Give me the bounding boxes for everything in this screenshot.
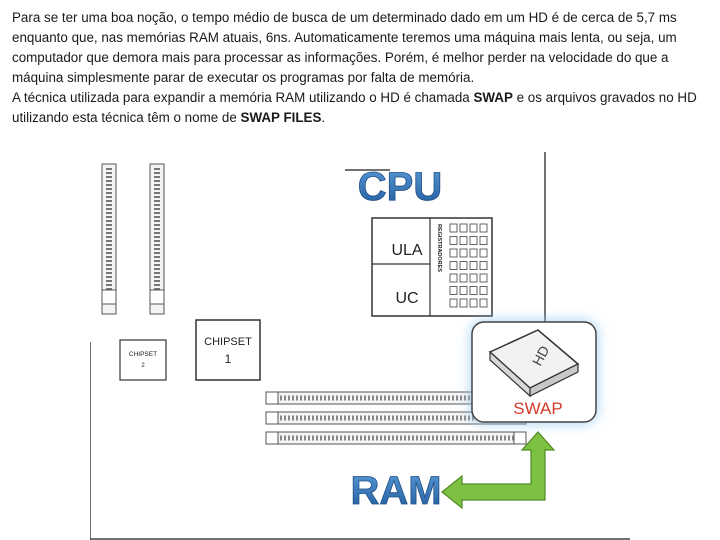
explanation-text: Para se ter uma boa noção, o tempo médio… xyxy=(12,8,712,128)
chipset-1-number: 1 xyxy=(225,352,232,366)
paragraph-hd-speed: Para se ter uma boa noção, o tempo médio… xyxy=(12,10,677,85)
register-cell xyxy=(459,248,468,258)
swap-arrow xyxy=(441,431,556,510)
paragraph-swap-part1: A técnica utilizada para expandir a memó… xyxy=(12,90,474,105)
register-cell xyxy=(479,298,488,308)
register-cell xyxy=(459,273,468,283)
ram-slot-3 xyxy=(265,431,527,445)
register-cell xyxy=(459,223,468,233)
register-cell xyxy=(449,236,458,245)
register-cell xyxy=(459,261,468,270)
chipset-1-box xyxy=(195,319,261,381)
register-cell xyxy=(469,248,478,258)
register-cell xyxy=(479,248,488,258)
register-grid xyxy=(449,223,488,308)
register-cell xyxy=(479,286,488,295)
register-cell xyxy=(449,261,458,270)
uc-label: UC xyxy=(395,290,418,307)
chipset-2-number: 2 xyxy=(141,363,145,369)
chipset-2-box xyxy=(119,339,167,381)
register-cell xyxy=(449,223,458,233)
register-cell xyxy=(479,273,488,283)
ram-title: RAM xyxy=(350,469,441,513)
register-cell xyxy=(449,286,458,295)
register-cell xyxy=(479,223,488,233)
register-cell xyxy=(469,286,478,295)
registradores-label: REGISTRADORES xyxy=(436,224,442,272)
register-cell xyxy=(459,298,468,308)
chipset-2-label: CHIPSET xyxy=(129,351,157,358)
register-cell xyxy=(469,298,478,308)
term-swap-files: SWAP FILES xyxy=(240,110,322,125)
cpu-title: CPU xyxy=(358,165,442,209)
hd-icon: HD xyxy=(488,329,580,398)
vertical-slot-2 xyxy=(149,163,165,315)
paragraph-swap-end: . xyxy=(321,110,326,125)
register-cell xyxy=(449,248,458,258)
register-cell xyxy=(479,236,488,245)
register-cell xyxy=(469,273,478,283)
swap-label: SWAP xyxy=(513,399,562,418)
register-cell xyxy=(479,261,488,270)
register-cell xyxy=(469,223,478,233)
vertical-slot-1 xyxy=(101,163,117,315)
ula-label: ULA xyxy=(391,242,422,259)
motherboard-svg: CPU ULA UC REGISTRADORES CHIPSET 1 CHIPS… xyxy=(90,152,630,540)
paragraph-swap: A técnica utilizada para expandir a memó… xyxy=(12,88,712,128)
term-swap: SWAP xyxy=(473,90,513,105)
register-cell xyxy=(469,261,478,270)
register-cell xyxy=(459,236,468,245)
motherboard-diagram: CPU ULA UC REGISTRADORES CHIPSET 1 CHIPS… xyxy=(90,152,630,540)
register-cell xyxy=(449,273,458,283)
register-cell xyxy=(469,236,478,245)
chipset-1-label: CHIPSET xyxy=(204,336,252,348)
paragraph-swap-part2: e os arquivos gravados no HD utilizando … xyxy=(12,90,697,125)
register-cell xyxy=(449,298,458,308)
register-cell xyxy=(459,286,468,295)
